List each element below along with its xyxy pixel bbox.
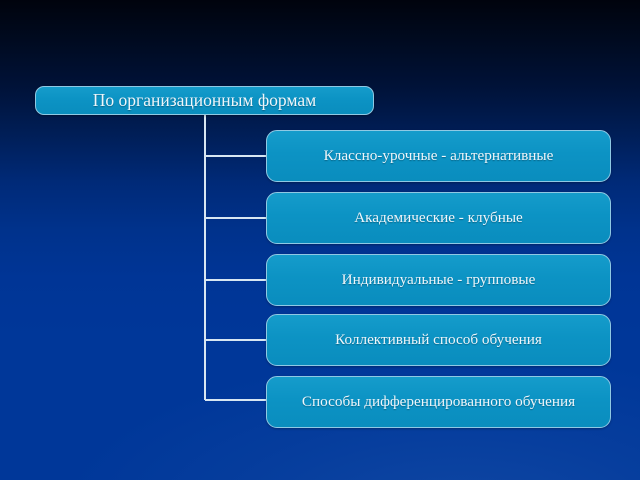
diagram-child-node-2[interactable]: Академические - клубные — [266, 192, 611, 244]
diagram-child-label-5: Способы дифференцированного обучения — [301, 393, 576, 411]
diagram-child-label-2: Академические - клубные — [354, 209, 523, 227]
diagram-child-node-3[interactable]: Индивидуальные - групповые — [266, 254, 611, 306]
diagram-root-label: По организационным формам — [92, 90, 317, 111]
diagram-child-label-1: Классно-урочные - альтернативные — [323, 147, 554, 165]
diagram-child-node-1[interactable]: Классно-урочные - альтернативные — [266, 130, 611, 182]
diagram-child-node-4[interactable]: Коллективный способ обучения — [266, 314, 611, 366]
diagram-child-label-4: Коллективный способ обучения — [335, 331, 542, 349]
diagram-child-node-5[interactable]: Способы дифференцированного обучения — [266, 376, 611, 428]
diagram-child-label-3: Индивидуальные - групповые — [341, 271, 536, 289]
diagram-root-node[interactable]: По организационным формам — [35, 86, 374, 115]
